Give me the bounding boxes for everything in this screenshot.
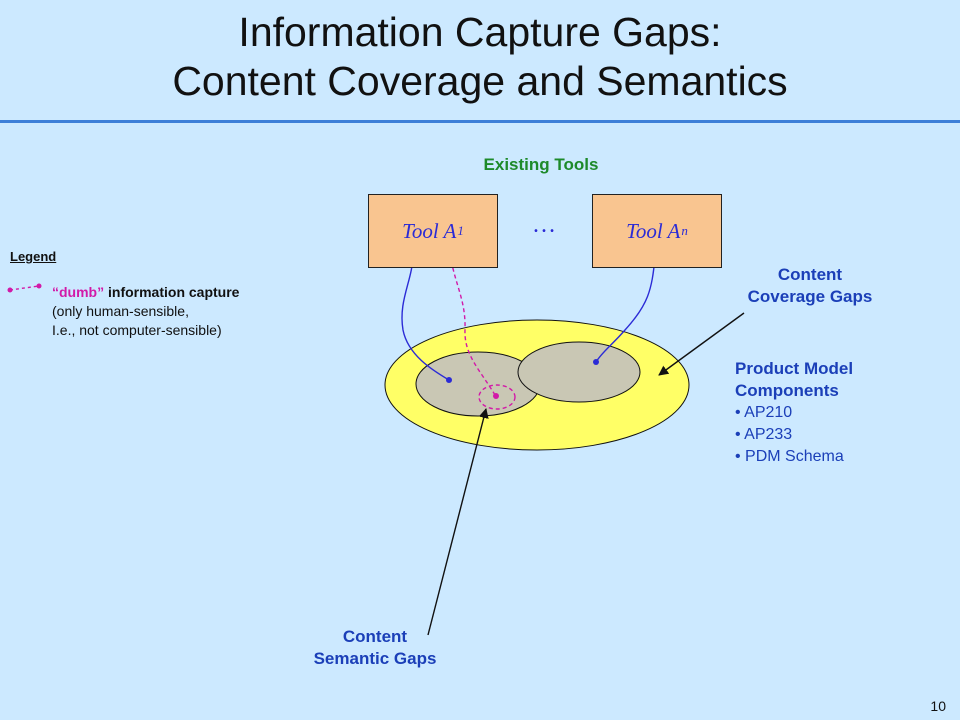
toolN-smart-link <box>595 256 656 363</box>
product-model-title-line-2: Components <box>735 381 839 400</box>
coverage-label-line-1: Content <box>777 265 843 284</box>
tool-a1-subscript: 1 <box>457 223 464 238</box>
legend-line-3: I.e., not computer-sensible) <box>52 322 222 338</box>
title-line-1: Information Capture Gaps: <box>238 9 722 55</box>
tool-a1-label: Tool A <box>402 218 457 243</box>
legend-text: “dumb” information capture (only human-s… <box>52 283 239 340</box>
legend-dumb-dot-left <box>7 287 13 293</box>
tool1-dumb-link-end-dot <box>493 393 499 399</box>
slide-title: Information Capture Gaps: Content Covera… <box>0 8 960 106</box>
legend-line-1: “dumb” information capture <box>52 283 239 302</box>
legend-line-1-rest: information capture <box>104 284 240 300</box>
product-model-block: Product Model Components • AP210 • AP233… <box>735 358 853 468</box>
content-semantic-gaps-label: Content Semantic Gaps <box>290 626 460 670</box>
toolN-coverage-ellipse <box>517 341 641 403</box>
tools-ellipsis: … <box>532 212 556 238</box>
semantic-gap-ellipse <box>478 384 516 410</box>
tool1-smart-link-end-dot <box>446 377 452 383</box>
toolN-smart-link-end-dot <box>593 359 599 365</box>
coverage-gaps-arrow <box>658 312 745 376</box>
legend-dumb-dot-right <box>36 283 42 289</box>
semantic-label-line-1: Content <box>342 627 408 646</box>
semantic-label-line-2: Semantic Gaps <box>313 649 437 668</box>
tool-an-label: Tool A <box>626 218 681 243</box>
title-divider <box>0 120 960 123</box>
tool1-dumb-link <box>449 253 496 396</box>
tool-an-subscript: n <box>681 223 688 238</box>
legend-dumb-word: “dumb” <box>52 284 105 300</box>
content-coverage-gaps-label: Content Coverage Gaps <box>735 264 885 308</box>
product-model-title-line-1: Product Model <box>735 359 854 378</box>
semantic-gaps-arrow <box>427 408 489 636</box>
existing-tools-label: Existing Tools <box>483 155 599 174</box>
coverage-label-line-2: Coverage Gaps <box>747 287 873 306</box>
legend-line-2: (only human-sensible, <box>52 303 189 319</box>
product-model-item-pdm-schema: • PDM Schema <box>735 448 844 465</box>
product-model-item-ap233: • AP233 <box>735 426 793 443</box>
tool1-smart-link <box>401 253 450 381</box>
legend-title: Legend <box>10 249 57 264</box>
product-model-item-ap210: • AP210 <box>735 404 793 421</box>
legend-dumb-line-sample <box>9 285 40 291</box>
page-number: 10 <box>930 698 946 714</box>
title-line-2: Content Coverage and Semantics <box>172 58 788 104</box>
